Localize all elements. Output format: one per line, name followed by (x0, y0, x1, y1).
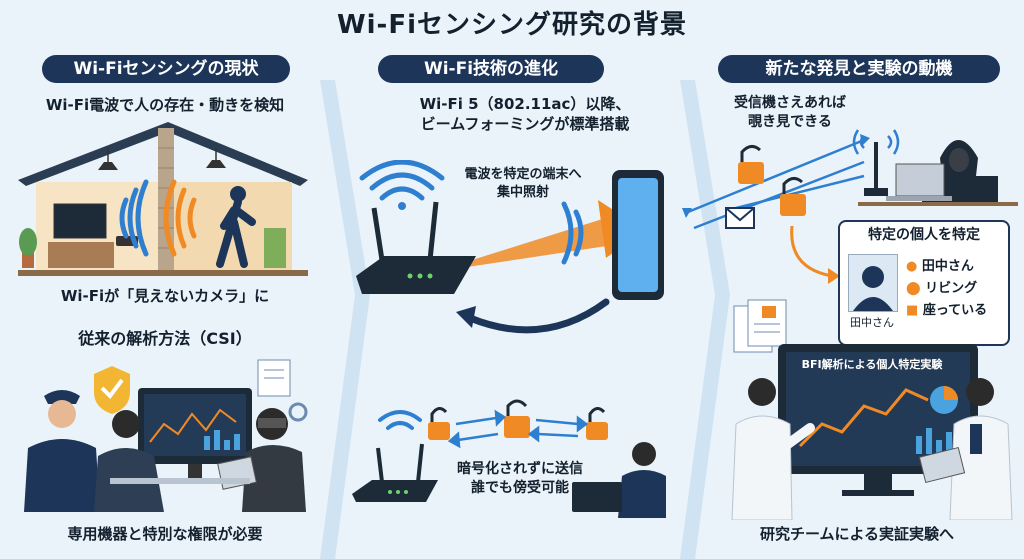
person-silhouette-icon (853, 266, 893, 311)
col3-receiver-line1: 受信機さえあれば (734, 95, 846, 111)
col2-subtitle: Wi-Fi 5（802.11ac）以降、 ビームフォーミングが標準搭載 (360, 94, 690, 134)
attr-name: 田中さん (921, 259, 974, 274)
col2-header: Wi-Fi技術の進化 (378, 55, 604, 83)
person-avatar (848, 254, 898, 312)
location-pin-icon: ⬤ (906, 281, 921, 296)
col2-beam-label: 電波を特定の端末へ 集中照射 (418, 166, 628, 202)
col3-receiver-text: 受信機さえあれば 覗き見できる (690, 94, 890, 132)
csi-team-illustration (24, 359, 308, 512)
col1-footer: 専用機器と特別な権限が必要 (67, 525, 263, 543)
unlock-icon (738, 145, 764, 184)
col1-heading-csi: 従来の解析方法（CSI） (78, 329, 252, 348)
attr-location: リビング (925, 281, 978, 296)
unlock-icon (428, 407, 450, 440)
col2-unencrypted-line1: 暗号化されずに送信 (457, 461, 583, 477)
monitor-title: BFI解析による個人特定実験 (801, 358, 943, 371)
col1-caption-invisible-camera: Wi-Fiが「見えないカメラ」に (60, 287, 270, 305)
envelope-icon (725, 207, 755, 229)
wifi-small-icon (378, 410, 422, 430)
unlock-icon (504, 399, 530, 438)
identify-title: 特定の個人を特定 (868, 227, 980, 243)
gear-icon (288, 402, 308, 422)
shield-icon (94, 366, 130, 414)
eavesdrop-illustration (682, 129, 1018, 284)
beamforming-illustration (356, 160, 664, 334)
person-attributes: ● 田中さん ⬤ リビング ■ 座っている (906, 256, 987, 322)
wifi-icon (359, 160, 445, 201)
chair-icon: ■ (906, 303, 919, 318)
user-icon: ● (906, 259, 918, 274)
research-illustration (731, 299, 1013, 520)
col2-unencrypted-line2: 誰でも傍受可能 (471, 480, 569, 496)
col2-unencrypted-text: 暗号化されずに送信 誰でも傍受可能 (410, 460, 630, 498)
col2-beam-label-line1: 電波を特定の端末へ (464, 167, 582, 182)
col2-beam-label-line2: 集中照射 (496, 185, 549, 200)
house-illustration (18, 122, 308, 276)
col1-header: Wi-Fiセンシングの現状 (42, 55, 290, 83)
unencrypted-illustration (352, 399, 666, 518)
col1-subtitle: Wi-Fi電波で人の存在・動きを検知 (45, 96, 285, 114)
col2-subtitle-line2: ビームフォーミングが標準搭載 (420, 115, 630, 133)
col3-header: 新たな発見と実験の動機 (718, 55, 1000, 83)
col3-footer: 研究チームによる実証実験へ (759, 525, 955, 543)
unlock-icon (780, 177, 806, 216)
page-title: Wi-Fiセンシング研究の背景 (336, 10, 688, 40)
background-dividers (320, 80, 730, 559)
person-name-caption: 田中さん (850, 316, 894, 329)
col2-subtitle-line1: Wi-Fi 5（802.11ac）以降、 (419, 95, 631, 113)
col3-receiver-line2: 覗き見できる (748, 114, 832, 130)
unlock-icon (586, 407, 608, 440)
attr-state: 座っている (922, 303, 988, 318)
identify-card: 特定の個人を特定 田中さん ● 田中さん ⬤ リビング ■ 座っている (838, 220, 1010, 346)
